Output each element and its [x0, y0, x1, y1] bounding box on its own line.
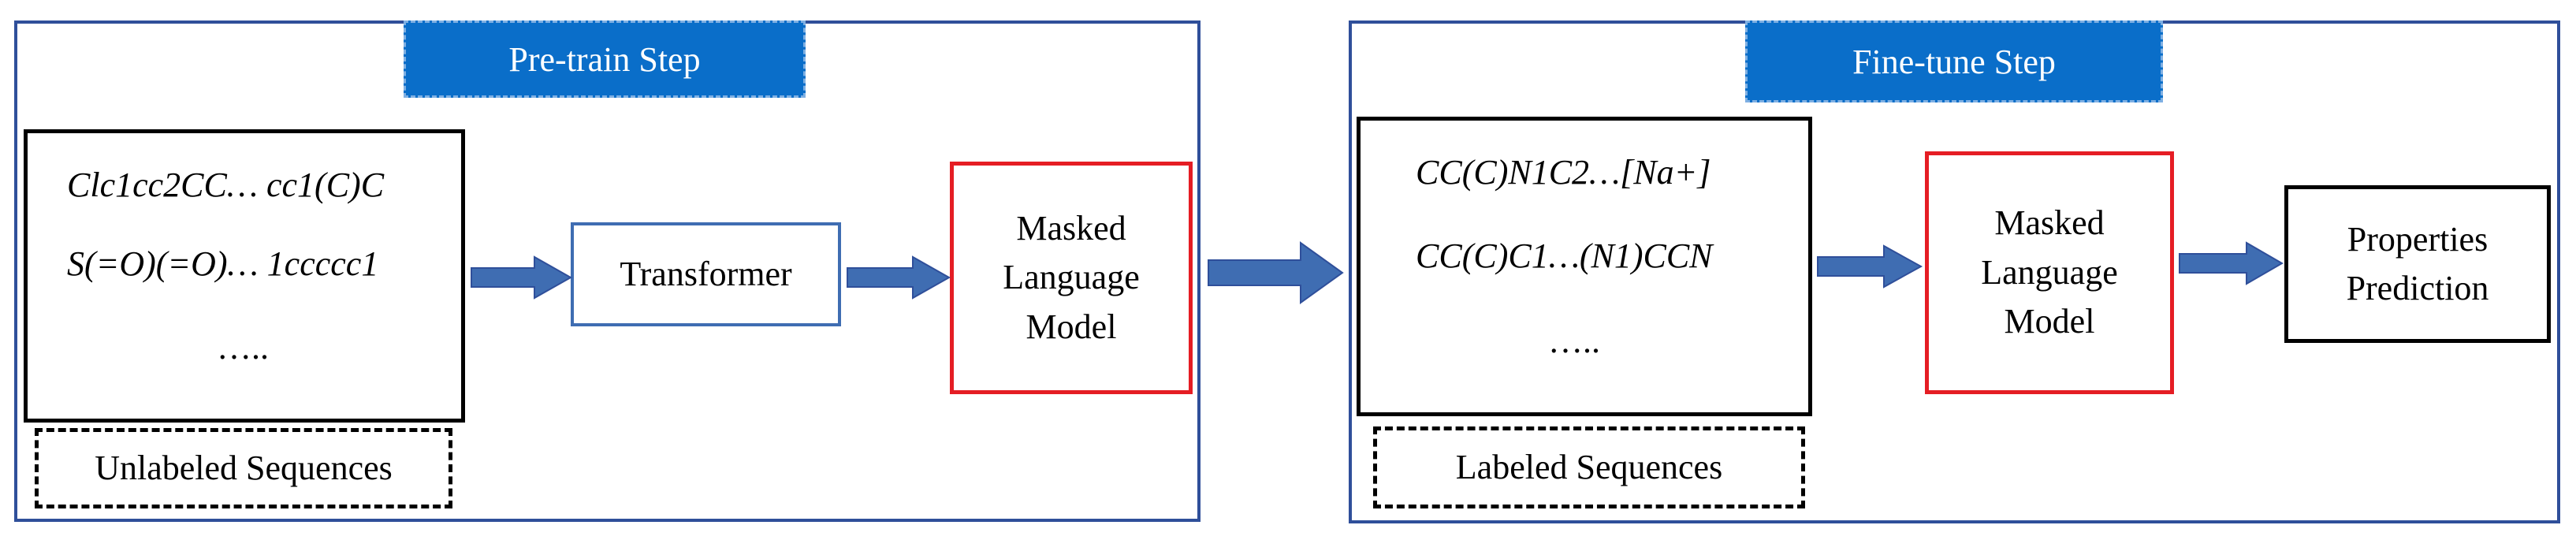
finetune-mlm-box: Masked Language Model [1925, 151, 2174, 394]
labeled-sequences-label: Labeled Sequences [1373, 426, 1805, 508]
unlabeled-sequences-box: Clc1cc2CC… cc1(C)C S(=O)(=O)… 1ccccc1 ….… [24, 129, 465, 423]
properties-prediction-box: Properties Prediction [2284, 185, 2551, 343]
arrow-mlm-to-prediction [2179, 241, 2284, 285]
pretrain-sequence-1: Clc1cc2CC… cc1(C)C [67, 166, 385, 204]
transformer-box: Transformer [571, 222, 841, 326]
finetune-sequence-2: CC(C)C1…(N1)CCN [1416, 236, 1713, 275]
arrow-sequences-to-mlm [1817, 244, 1923, 289]
pretrain-step-title: Pre-train Step [404, 20, 806, 98]
finetune-ellipsis: ….. [1548, 322, 1600, 360]
finetune-sequence-1: CC(C)N1C2…[Na+] [1416, 153, 1711, 192]
pretrain-sequence-2: S(=O)(=O)… 1ccccc1 [67, 244, 379, 283]
unlabeled-sequences-label: Unlabeled Sequences [35, 428, 452, 508]
finetune-step-title: Fine-tune Step [1745, 20, 2163, 102]
arrow-sequences-to-transformer [471, 255, 573, 300]
arrow-transformer-to-mlm [847, 255, 951, 300]
arrow-pretrain-to-finetune [1208, 241, 1344, 304]
pretrain-ellipsis: ….. [217, 328, 269, 367]
labeled-sequences-box: CC(C)N1C2…[Na+] CC(C)C1…(N1)CCN ….. [1357, 117, 1812, 416]
pretrain-mlm-box: Masked Language Model [950, 162, 1193, 394]
